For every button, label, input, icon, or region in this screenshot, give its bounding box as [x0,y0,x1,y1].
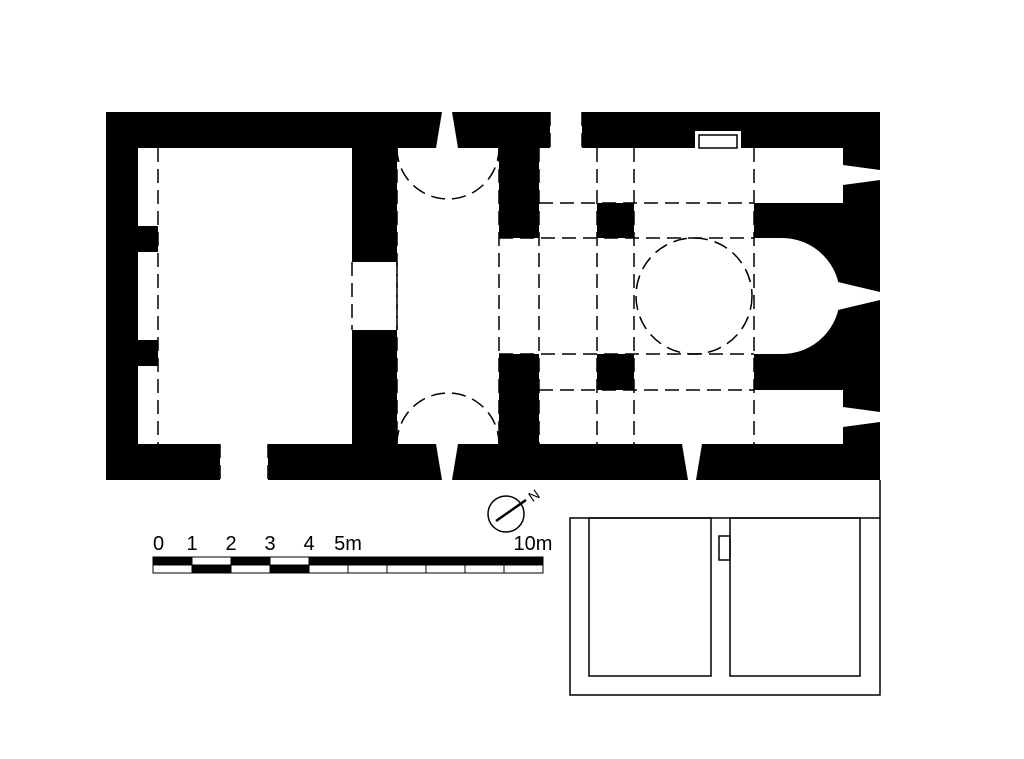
scale-segment-bottom [464,564,505,574]
scale-segment-top [347,556,388,566]
diaconicon [754,390,843,444]
scale-segment-bottom [503,564,544,574]
narthex [397,148,499,444]
north-label: N [525,486,542,505]
prothesis-window [843,165,880,185]
scale-tick-label: 4 [303,533,314,555]
prothesis [754,148,843,203]
vault-lines [157,112,755,480]
scale-segment-bottom [191,564,232,574]
west-hall-south-door [220,444,268,480]
west-window-1 [138,148,158,226]
pier-nw [597,203,634,238]
scale-segment-top [464,556,505,566]
annex [569,480,881,696]
scale-segment-bottom [308,564,349,574]
scale-segment-top [152,556,193,566]
apse-window [838,282,880,310]
west-window-2 [138,252,158,340]
naos-piers [597,203,634,390]
scale-segment-top [386,556,427,566]
naos-nw-cell [597,148,634,203]
narthex-south-dome [396,392,500,445]
scale-segment-bottom [269,564,310,574]
scale-segment-top [503,556,544,566]
narthex-south-window [436,444,458,480]
annex-room-west [588,517,712,677]
diaconicon-window [843,407,880,427]
scale-segment-top [191,556,232,566]
scale-segment-top [269,556,310,566]
annex-niche [718,535,731,561]
scale-segment-bottom [230,564,271,574]
scale-tick-label: 10m [514,533,553,555]
scale-tick-label: 5m [334,533,362,555]
narthex-north-window [436,112,458,148]
scale-segment-bottom [152,564,193,574]
scale-segment-top [308,556,349,566]
north-door [550,112,582,148]
scale-segment-bottom [425,564,466,574]
scale-tick-label: 2 [225,533,236,555]
naos-sw-cell [597,390,634,444]
scale-segment-top [230,556,271,566]
scale-segment-top [425,556,466,566]
narthex-naos-passage [499,238,539,354]
narthex-north-dome [396,147,500,200]
scale-tick-label: 3 [264,533,275,555]
naos-center-row [539,238,754,354]
north-arrow: N [487,486,543,533]
interior-spaces [138,112,843,480]
central-dome [635,237,753,355]
west-window-3 [138,366,158,444]
west-hall [158,148,352,444]
pier-sw [597,354,634,390]
north-wall-niche-inner [698,134,738,149]
north-wall-niche [695,131,741,148]
central-apse [754,238,840,354]
naos-south-window [682,444,702,480]
scale-segment-bottom [347,564,388,574]
west-narthex-passage [352,262,397,330]
annex-room-east [729,517,861,677]
scale-tick-label: 0 [153,533,164,555]
scale-tick-label: 1 [186,533,197,555]
scale-segment-bottom [386,564,427,574]
